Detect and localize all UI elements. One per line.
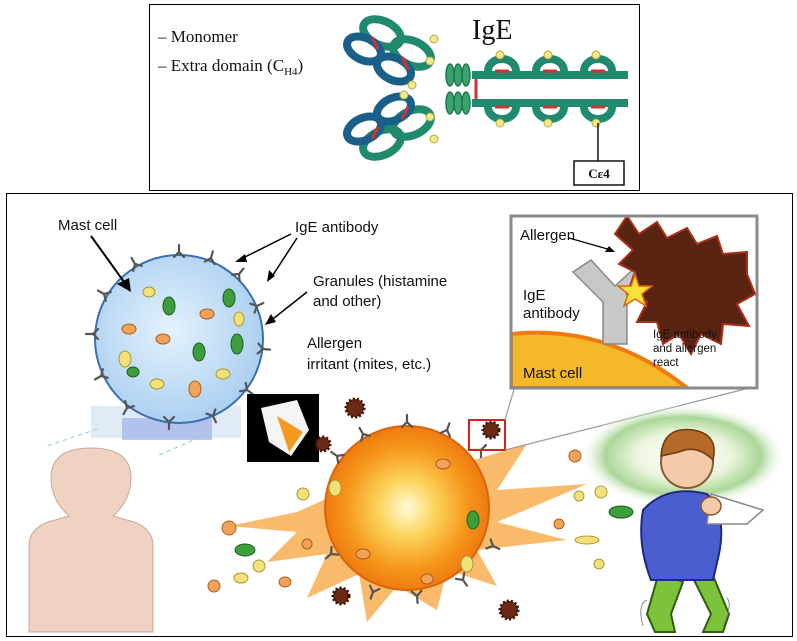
activated-mast-cell: [229, 413, 587, 622]
person-silhouette-icon: [28, 447, 154, 633]
inset-label-ige-line1: IgE: [523, 287, 546, 304]
c-epsilon4-box: [573, 160, 625, 186]
ige-structure-figure: – Monomer – Extra domain (CH4) IgE: [157, 15, 628, 186]
legend-monomer: – Monomer: [157, 27, 238, 46]
granule-icon: [118, 286, 245, 398]
inset-label-allergen: Allergen: [520, 227, 575, 244]
released-granules: [207, 449, 634, 593]
allergy-mechanism-figure: Mast cell IgE antibody Granules (histami…: [28, 214, 787, 633]
legend-extra-domain: – Extra domain (CH4): [157, 56, 303, 78]
sneezing-child-icon: [640, 428, 765, 633]
label-allergen-line1: Allergen: [307, 335, 362, 352]
ige-molecule-icon: [343, 15, 628, 161]
label-ige-antibody: IgE antibody: [295, 219, 379, 236]
c-epsilon4-label: Cε4: [588, 166, 610, 181]
mast-cell: [84, 243, 272, 431]
reaction-inset: Allergen IgE antibody Mast cell IgE anti…: [509, 214, 759, 390]
binding-star-icon: [615, 271, 655, 308]
allergen-particle-icon: [314, 397, 520, 621]
inset-label-ige-line2: antibody: [523, 305, 580, 322]
inset-label-mast-cell: Mast cell: [523, 365, 582, 382]
inset-label-react-line3: react: [653, 357, 679, 369]
inset-label-react-line1: IgE antibody: [653, 329, 717, 341]
inset-label-react-line2: and allergen: [653, 343, 716, 355]
allergy-mechanism-panel: Mast cell IgE antibody Granules (histami…: [6, 193, 793, 637]
label-granules-line2: and other): [313, 293, 381, 310]
label-mast-cell: Mast cell: [58, 217, 117, 234]
zoom-highlight-box: [468, 419, 506, 451]
ige-structure-panel: – Monomer – Extra domain (CH4) IgE: [149, 4, 640, 191]
ige-title: IgE: [472, 15, 512, 46]
label-allergen-line2: irritant (mites, etc.): [307, 356, 431, 373]
label-granules-line1: Granules (histamine: [313, 273, 447, 290]
